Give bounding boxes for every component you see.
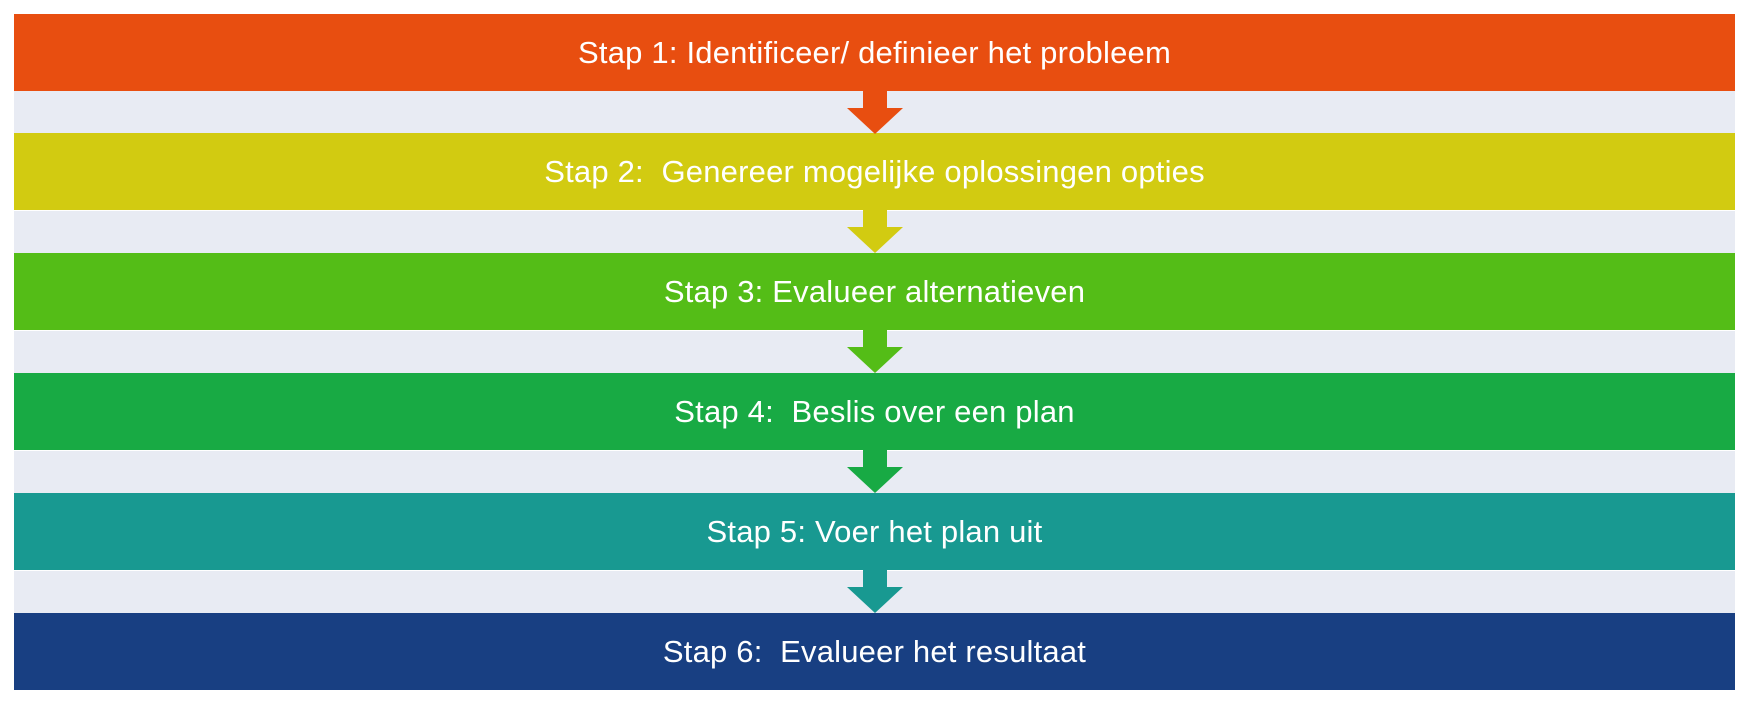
down-arrow-icon	[845, 329, 905, 373]
step-label-3: Stap 3: Evalueer alternatieven	[663, 273, 1086, 309]
step-label-4: Stap 4: Beslis over een plan	[674, 393, 1075, 429]
step-label-5: Stap 5: Voer het plan uit	[706, 513, 1043, 549]
step-label-1: Stap 1: Identificeer/ definieer het prob…	[578, 34, 1171, 70]
step-bar-3: Stap 3: Evalueer alternatieven	[14, 253, 1735, 330]
down-arrow-icon	[845, 90, 905, 134]
step-label-6: Stap 6: Evalueer het resultaat	[662, 633, 1087, 669]
step-bar-5: Stap 5: Voer het plan uit	[14, 493, 1735, 570]
step-bar-2: Stap 2: Genereer mogelijke oplossingen o…	[14, 133, 1735, 210]
down-arrow-icon	[845, 449, 905, 493]
down-arrow-icon	[845, 569, 905, 613]
step-bar-4: Stap 4: Beslis over een plan	[14, 373, 1735, 450]
step-label-2: Stap 2: Genereer mogelijke oplossingen o…	[544, 153, 1205, 189]
step-bar-6: Stap 6: Evalueer het resultaat	[14, 613, 1735, 690]
down-arrow-icon	[845, 209, 905, 253]
step-bar-1: Stap 1: Identificeer/ definieer het prob…	[14, 14, 1735, 91]
